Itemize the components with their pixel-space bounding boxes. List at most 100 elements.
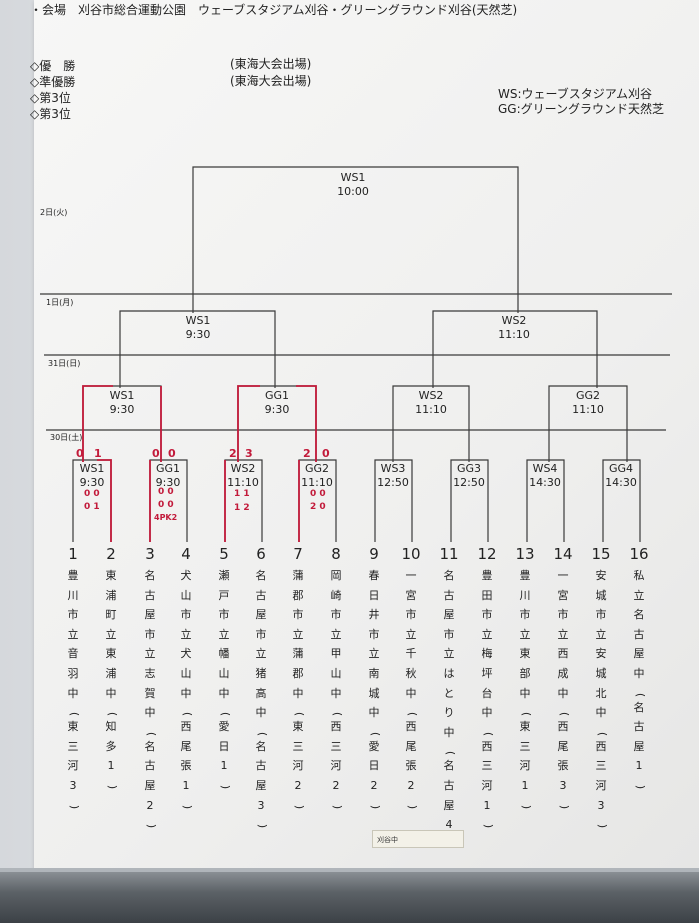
match-r1-6-venue: GG3 [456,462,482,475]
result-third-2: ◇第3位 [30,107,71,121]
result-runner-up: ◇準優勝 [30,75,76,89]
score-qf4-right: 0 [322,447,330,460]
tokai-note-1: (東海大会出場) [230,57,312,71]
school-number: 4 [181,545,191,563]
venue-header: ・会場 刈谷市総合運動公園 ウェーブスタジアム刈谷・グリーングラウンド刈谷(天然… [30,3,518,17]
school-number: 1 [68,545,78,563]
school-number: 3 [145,545,155,563]
result-third-1: ◇第3位 [30,91,71,105]
match-r1-1-time: 9:30 [79,475,105,489]
bracket-sheet [34,0,699,872]
match-qf-4: GG2 11:10 [558,389,618,417]
match-qf-1-venue: WS1 [109,389,135,402]
match-r1-3-time: 11:10 [227,475,259,489]
match-qf-4-time: 11:10 [572,402,604,416]
match-final-venue: WS1 [340,171,366,184]
tokai-note-2: (東海大会出場) [230,74,312,88]
match-r1-8-venue: GG4 [608,462,634,475]
match-r1-8: GG4 14:30 [601,462,641,490]
legend-ws: WS:ウェーブスタジアム刈谷 [498,87,652,101]
school-number: 6 [256,545,266,563]
match-r1-7-venue: WS4 [532,462,558,475]
day-label-2: 2日(火) [40,208,68,217]
match-r1-6: GG3 12:50 [449,462,489,490]
school-number: 10 [401,545,421,563]
school-number: 13 [515,545,535,563]
school-number: 16 [629,545,649,563]
match-r1-7-time: 14:30 [529,475,561,489]
match-final-time: 10:00 [337,184,369,198]
legend-gg: GG:グリーングラウンド天然芝 [498,102,665,116]
school-number: 9 [369,545,379,563]
score-r1-3-a: 1 1 [234,489,250,499]
match-semi-2: WS2 11:10 [484,314,544,342]
score-r1-4-b: 2 0 [310,502,326,512]
match-qf-1: WS1 9:30 [92,389,152,417]
match-qf-2-time: 9:30 [264,402,290,416]
match-r1-1-venue: WS1 [79,462,105,475]
match-final: WS1 10:00 [323,171,383,199]
match-r1-7: WS4 14:30 [525,462,565,490]
match-r1-4-time: 11:10 [301,475,333,489]
match-r1-4: GG2 11:10 [297,462,337,490]
score-r1-1-a: 0 0 [84,489,100,499]
school-number: 8 [331,545,341,563]
score-r1-3-b: 1 2 [234,503,250,513]
match-qf-2: GG1 9:30 [247,389,307,417]
score-qf3-right: 3 [245,447,253,460]
school-number: 2 [106,545,116,563]
score-r1-2-b: 0 0 [158,500,174,510]
score-qf4-left: 2 [303,447,311,460]
score-r1-2-a: 0 0 [158,487,174,497]
school-number: 7 [293,545,303,563]
match-r1-3-venue: WS2 [230,462,256,475]
match-r1-4-venue: GG2 [304,462,330,475]
day-label-31: 31日(日) [48,359,81,368]
match-r1-8-time: 14:30 [605,475,637,489]
score-qf1-left: 0 [76,447,84,460]
school-number: 11 [439,545,459,563]
match-r1-5: WS3 12:50 [373,462,413,490]
match-qf-2-venue: GG1 [264,389,290,402]
match-r1-5-venue: WS3 [380,462,406,475]
score-qf2-left: 0 [152,447,160,460]
score-qf3-left: 2 [229,447,237,460]
match-qf-1-time: 9:30 [109,402,135,416]
match-qf-3-time: 11:10 [415,402,447,416]
match-r1-3: WS2 11:10 [223,462,263,490]
match-semi-1-venue: WS1 [185,314,211,327]
match-r1-2: GG1 9:30 [148,462,188,490]
school-number: 14 [553,545,573,563]
match-semi-1-time: 9:30 [185,327,211,341]
match-r1-2-time: 9:30 [155,475,181,489]
school-number: 5 [219,545,229,563]
score-qf1-right: 1 [94,447,102,460]
result-winner: ◇優 勝 [30,59,76,73]
day-label-1: 1日(月) [46,298,74,307]
